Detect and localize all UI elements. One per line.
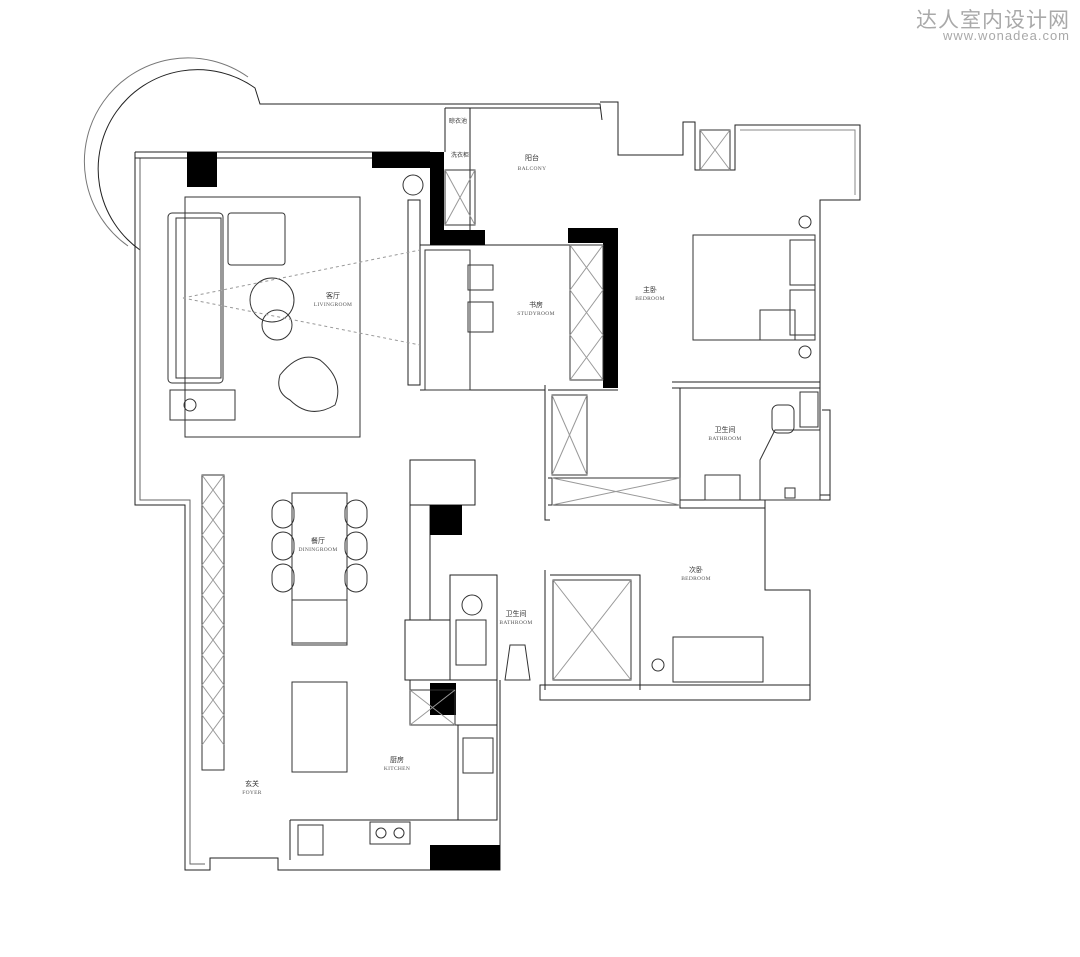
living-label: 客厅 (326, 291, 340, 300)
bathroom2-label: 卫生间 (506, 609, 527, 618)
master-bedroom-label: 主卧 (643, 285, 657, 294)
dining-label-en: DININGROOM (298, 547, 337, 553)
foyer-label: 玄关 (245, 779, 259, 788)
second-bedroom-label-en: BEDROOM (681, 576, 711, 582)
living-furniture (167, 174, 424, 438)
terrace-rail (83, 57, 249, 247)
watermark-title: 达人室内设计网 (916, 8, 1070, 32)
study-label-en: STUDYROOM (517, 311, 555, 317)
study-label: 书房 (529, 300, 543, 309)
kitchen-label-en: KITCHEN (384, 766, 410, 772)
balcony-label-en: BALCONY (518, 166, 547, 172)
balcony-label: 阳台 (525, 153, 539, 162)
bathroom2-label-en: BATHROOM (499, 620, 532, 626)
watermark-url: www.wonadea.com (943, 28, 1070, 43)
room-labels: 客厅 LIVINGROOM 阳台 BALCONY 书房 STUDYROOM 主卧… (242, 117, 741, 796)
bathroom1-label-en: BATHROOM (708, 436, 741, 442)
bathroom1-label: 卫生间 (715, 425, 736, 434)
washer-label: 洗衣柜 (451, 151, 469, 159)
kitchen-fixtures (291, 681, 494, 856)
master-bedroom-label-en: BEDROOM (635, 296, 665, 302)
kitchen-label: 厨房 (390, 755, 404, 764)
dryer-label: 晾衣池 (449, 117, 467, 125)
living-label-en: LIVINGROOM (314, 302, 352, 308)
structural-columns (187, 152, 618, 870)
second-bedroom-label: 次卧 (689, 565, 703, 574)
exterior-wall (134, 152, 501, 871)
terrace-outline (97, 69, 603, 251)
foyer-label-en: FOYER (242, 790, 262, 796)
dining-furniture (201, 474, 368, 771)
dining-label: 餐厅 (311, 536, 325, 545)
